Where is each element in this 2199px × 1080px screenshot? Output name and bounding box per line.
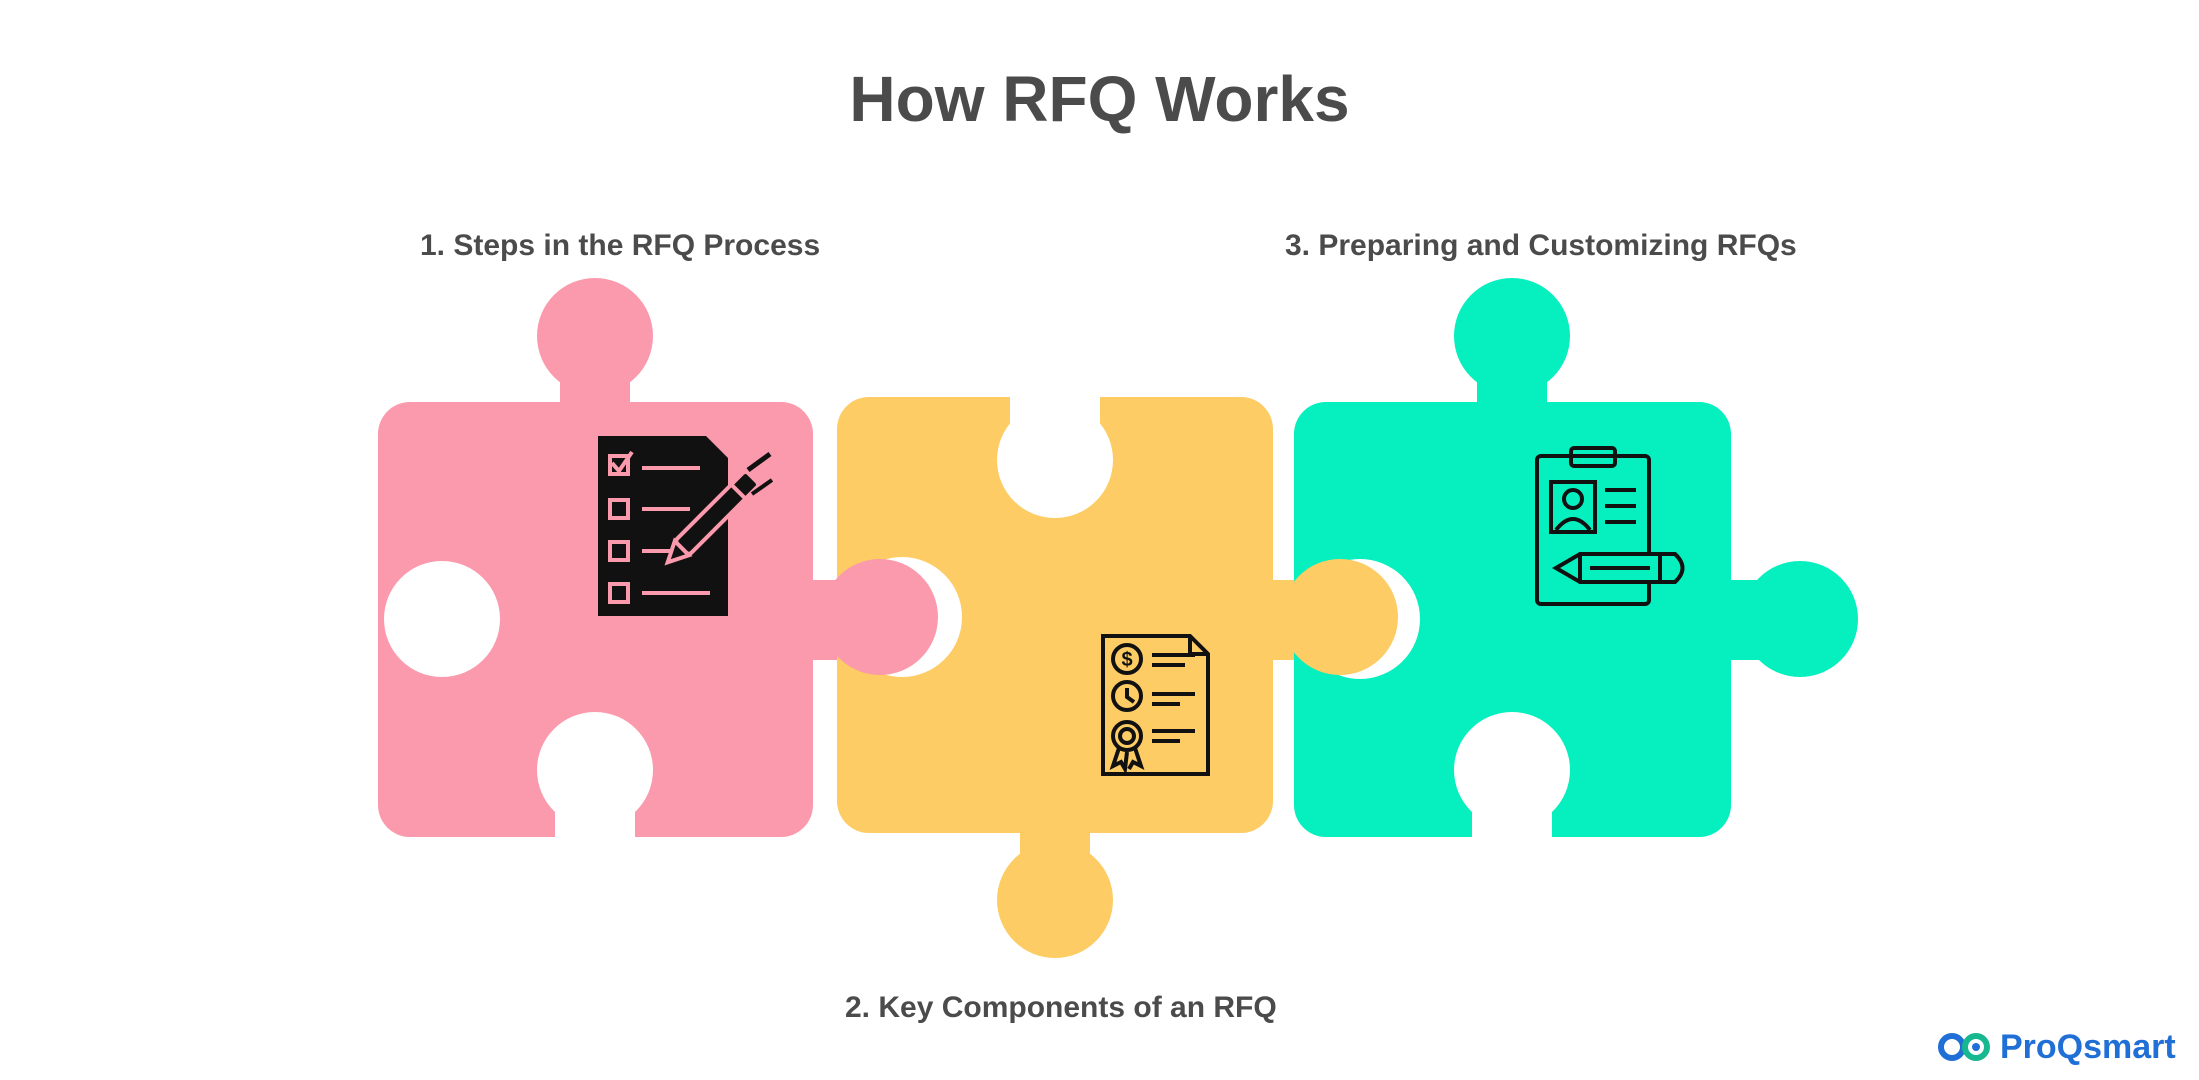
clipboard-profile-pencil-icon <box>1535 446 1685 606</box>
step-2-label: 2. Key Components of an RFQ <box>845 991 1277 1024</box>
step-3-label: 3. Preparing and Customizing RFQs <box>1285 229 1797 262</box>
page-title: How RFQ Works <box>849 63 1350 135</box>
puzzle-tab-1 <box>822 559 938 675</box>
step-1-label: 1. Steps in the RFQ Process <box>420 229 821 262</box>
proqsmart-logo-icon <box>1938 1033 1990 1061</box>
brand-name: ProQsmart <box>2000 1027 2176 1066</box>
quote-document-icon <box>1101 634 1210 776</box>
brand-logo: ProQsmart <box>1936 1024 2176 1070</box>
dollar-symbol: $ <box>1121 649 1132 671</box>
checklist-pen-icon <box>598 436 774 616</box>
puzzle-tab-2 <box>1282 559 1398 675</box>
